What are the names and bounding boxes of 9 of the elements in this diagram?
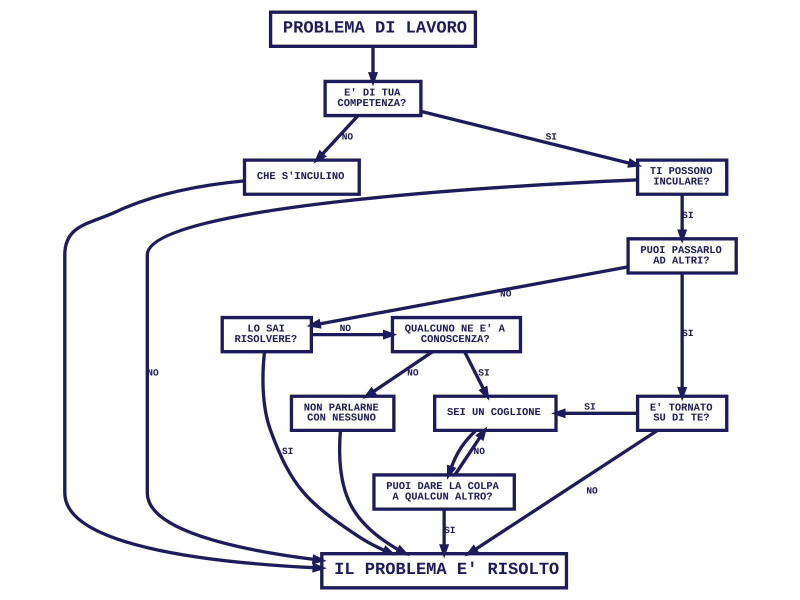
edge-label: SI <box>281 446 293 458</box>
edge-label: NO <box>586 485 598 496</box>
edge-label: SI <box>478 367 490 378</box>
edge-label: NO <box>406 367 418 378</box>
edge-label: SI <box>584 402 596 413</box>
edge-label: NO <box>339 322 351 334</box>
edge-label: SI <box>545 131 556 142</box>
edge-label: NO <box>473 446 484 458</box>
edge-label: NO <box>341 131 353 142</box>
